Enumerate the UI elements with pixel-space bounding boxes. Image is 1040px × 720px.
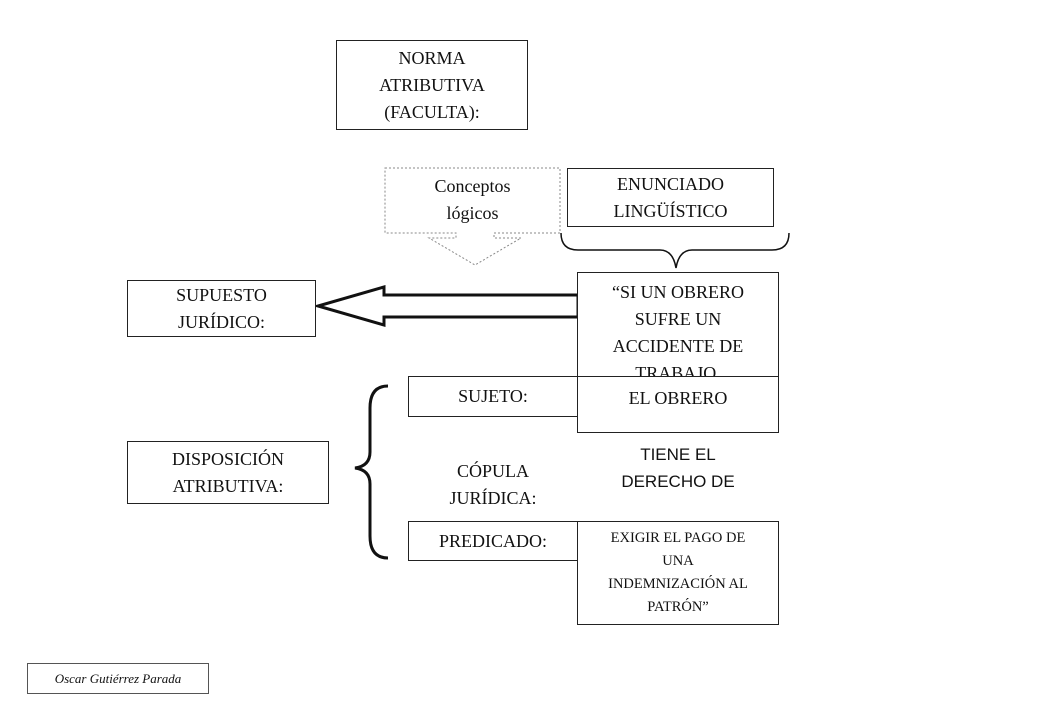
- predicado-value-cell: EXIGIR EL PAGO DE UNA INDEMNIZACIÓN AL P…: [577, 521, 779, 625]
- enunciado-linguistico-box: ENUNCIADO LINGÜÍSTICO: [567, 168, 774, 227]
- predicado-value: EXIGIR EL PAGO DE UNA INDEMNIZACIÓN AL P…: [608, 530, 748, 615]
- supuesto-statement-box: “SI UN OBRERO SUFRE UN ACCIDENTE DE TRAB…: [577, 272, 779, 377]
- conceptos-logicos-label: Conceptos lógicos: [385, 170, 560, 230]
- sujeto-value: EL OBRERO: [628, 388, 728, 408]
- predicado-label-cell: PREDICADO:: [408, 521, 578, 561]
- copula-value-cell: TIENE EL DERECHO DE: [577, 440, 779, 496]
- norma-atributiva-box: NORMA ATRIBUTIVA (FACULTA):: [336, 40, 528, 130]
- disposicion-atributiva-label: DISPOSICIÓN ATRIBUTIVA:: [171, 448, 285, 496]
- supuesto-arrow: [312, 285, 580, 327]
- author-credit-box: Oscar Gutiérrez Parada: [27, 663, 209, 694]
- sujeto-label: SUJETO:: [458, 386, 528, 406]
- enunciado-brace: [560, 232, 790, 269]
- enunciado-linguistico-title: ENUNCIADO LINGÜÍSTICO: [613, 173, 728, 221]
- supuesto-statement-text: “SI UN OBRERO SUFRE UN ACCIDENTE DE TRAB…: [611, 282, 744, 377]
- author-credit: Oscar Gutiérrez Parada: [54, 670, 182, 686]
- conceptos-callout-shape: [384, 167, 561, 266]
- supuesto-juridico-box: SUPUESTO JURÍDICO:: [127, 280, 316, 337]
- sujeto-label-cell: SUJETO:: [408, 376, 578, 417]
- supuesto-juridico-label: SUPUESTO JURÍDICO:: [176, 284, 267, 332]
- sujeto-value-cell: EL OBRERO: [577, 376, 779, 433]
- disposicion-brace: [354, 384, 389, 560]
- copula-label-cell: CÓPULA JURÍDICA:: [408, 455, 578, 515]
- conceptos-logicos-text: Conceptos lógicos: [434, 176, 511, 223]
- norma-atributiva-title: NORMA ATRIBUTIVA (FACULTA):: [379, 47, 485, 122]
- disposicion-atributiva-box: DISPOSICIÓN ATRIBUTIVA:: [127, 441, 329, 504]
- copula-label: CÓPULA JURÍDICA:: [449, 461, 537, 508]
- copula-value: TIENE EL DERECHO DE: [621, 445, 735, 491]
- predicado-label: PREDICADO:: [438, 530, 547, 551]
